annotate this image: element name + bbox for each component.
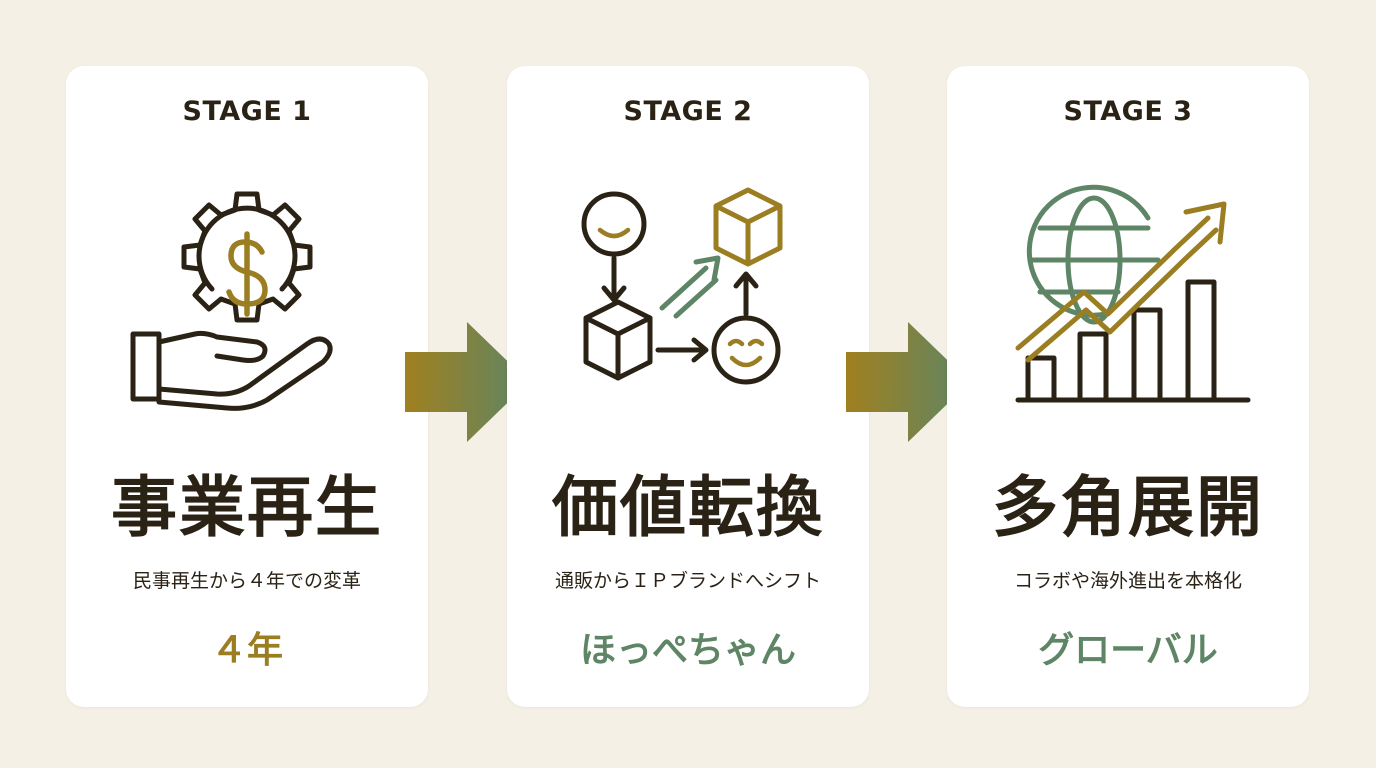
stage-description: コラボや海外進出を本格化 bbox=[1013, 570, 1242, 592]
globe-growth-chart-icon bbox=[998, 184, 1258, 414]
stage-keyword: ほっぺちゃん bbox=[579, 630, 796, 671]
stage-title: 事業再生 bbox=[111, 468, 383, 546]
stage-title: 価値転換 bbox=[552, 468, 824, 546]
arrow-right-icon bbox=[846, 322, 972, 442]
stage-card-1: STAGE 1 事業再生 民事再生から４年での変革 ４年 bbox=[66, 66, 428, 707]
stage-keyword: グローバル bbox=[1038, 630, 1218, 671]
stage-label: STAGE 2 bbox=[623, 96, 753, 127]
stage-card-3: STAGE 3 bbox=[947, 66, 1309, 707]
stage-card-2: STAGE 2 bbox=[507, 66, 869, 707]
stage-keyword: ４年 bbox=[210, 630, 283, 671]
stage-description: 民事再生から４年での変革 bbox=[132, 570, 361, 592]
stage-label: STAGE 3 bbox=[1063, 96, 1193, 127]
gear-dollar-hand-icon bbox=[117, 184, 377, 414]
stage-description: 通販からＩＰブランドへシフト bbox=[554, 570, 821, 592]
stage-label: STAGE 1 bbox=[182, 96, 312, 127]
stage-title: 多角展開 bbox=[992, 468, 1264, 546]
arrow-right-icon bbox=[405, 322, 531, 442]
value-transform-icon bbox=[558, 184, 818, 414]
